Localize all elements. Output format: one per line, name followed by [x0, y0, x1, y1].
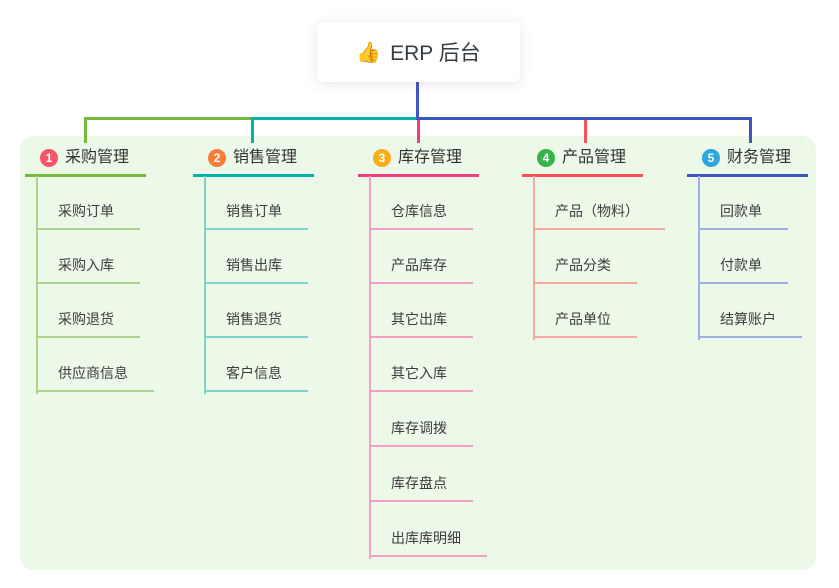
- connector-drop-4: [584, 117, 587, 143]
- branch-4-item-2[interactable]: 产品分类: [533, 255, 637, 284]
- branch-4-badge-icon: 4: [537, 148, 555, 167]
- branch-3-badge-icon: 3: [373, 148, 391, 167]
- connector-root-stem: [416, 82, 419, 120]
- branch-2-item-4[interactable]: 客户信息: [204, 363, 308, 392]
- branch-5-item-2[interactable]: 付款单: [698, 255, 788, 284]
- branch-5-badge-icon: 5: [702, 148, 720, 167]
- branch-1-title: 采购管理: [65, 149, 130, 166]
- connector-drop-3: [417, 117, 420, 143]
- branch-1-item-3[interactable]: 采购退货: [36, 309, 140, 338]
- branch-2-item-1[interactable]: 销售订单: [204, 201, 308, 230]
- branch-1-item-4[interactable]: 供应商信息: [36, 363, 154, 392]
- branch-1-badge-icon: 1: [40, 148, 58, 167]
- branch-1: 1 采购管理采购订单采购入库采购退货供应商信息: [25, 143, 154, 394]
- branch-3-item-4[interactable]: 其它入库: [369, 363, 473, 392]
- branch-5-item-1[interactable]: 回款单: [698, 201, 788, 230]
- connector-horizontal-3: [417, 117, 752, 120]
- connector-drop-1: [84, 117, 87, 143]
- branch-2-item-3[interactable]: 销售退货: [204, 309, 308, 338]
- branch-2-title: 销售管理: [233, 149, 298, 166]
- branch-1-label[interactable]: 1 采购管理: [25, 143, 147, 177]
- branch-1-vline: [36, 176, 38, 394]
- branch-1-item-1[interactable]: 采购订单: [36, 201, 140, 230]
- branch-4-title: 产品管理: [562, 149, 627, 166]
- branch-5-title: 财务管理: [727, 149, 792, 166]
- branch-2-label[interactable]: 2 销售管理: [193, 143, 315, 177]
- mindmap-panel: [20, 136, 816, 570]
- branch-3: 3 库存管理仓库信息产品库存其它出库其它入库库存调拨库存盘点出库库明细: [358, 143, 487, 559]
- branch-4-label[interactable]: 4 产品管理: [522, 143, 644, 177]
- branch-4-item-3[interactable]: 产品单位: [533, 309, 637, 338]
- branch-4-vline: [533, 176, 535, 340]
- branch-2-vline: [204, 176, 206, 394]
- connector-horizontal-1: [84, 117, 254, 120]
- branch-3-item-2[interactable]: 产品库存: [369, 255, 473, 284]
- branch-2-item-2[interactable]: 销售出库: [204, 255, 308, 284]
- branch-3-item-5[interactable]: 库存调拨: [369, 418, 473, 447]
- branch-4-item-1[interactable]: 产品（物料）: [533, 201, 665, 230]
- branch-4: 4 产品管理产品（物料） 产品分类产品单位: [522, 143, 665, 340]
- branch-3-item-7[interactable]: 出库库明细: [369, 528, 487, 557]
- branch-3-vline: [369, 176, 371, 559]
- connector-horizontal-2: [251, 117, 420, 120]
- branch-3-label[interactable]: 3 库存管理: [358, 143, 480, 177]
- branch-5-label[interactable]: 5 财务管理: [687, 143, 809, 177]
- branch-3-item-6[interactable]: 库存盘点: [369, 473, 473, 502]
- branch-5-vline: [698, 176, 700, 340]
- connector-drop-2: [251, 117, 254, 143]
- thumbs-up-icon: 👍: [356, 41, 382, 64]
- branch-2: 2 销售管理销售订单销售出库销售退货客户信息: [193, 143, 315, 394]
- connector-drop-5: [749, 117, 752, 143]
- branch-3-item-3[interactable]: 其它出库: [369, 309, 473, 338]
- branch-1-item-2[interactable]: 采购入库: [36, 255, 140, 284]
- branch-5-item-3[interactable]: 结算账户: [698, 309, 802, 338]
- branch-2-badge-icon: 2: [208, 148, 226, 167]
- root-title: ERP 后台: [390, 42, 481, 65]
- branch-3-title: 库存管理: [398, 149, 463, 166]
- root-node[interactable]: 👍 ERP 后台: [317, 22, 520, 82]
- branch-5: 5 财务管理回款单付款单结算账户: [687, 143, 809, 340]
- branch-3-item-1[interactable]: 仓库信息: [369, 201, 473, 230]
